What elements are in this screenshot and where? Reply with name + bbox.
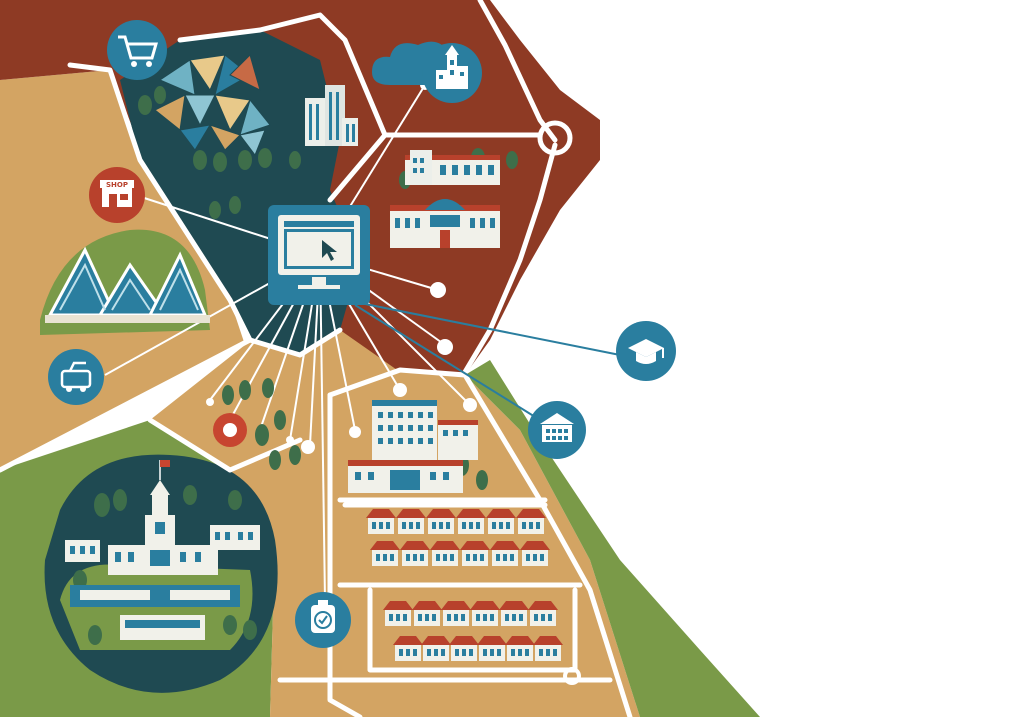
cursor-icon — [322, 240, 337, 261]
connectors-blue — [344, 299, 621, 421]
house — [400, 541, 430, 566]
house — [383, 601, 413, 626]
house — [460, 541, 490, 566]
vehicle-poi[interactable] — [48, 349, 104, 405]
house — [505, 636, 535, 661]
clock-icon — [311, 600, 335, 633]
house — [533, 636, 563, 661]
tent-pavilions — [45, 246, 210, 323]
city-building-poi[interactable] — [422, 43, 482, 103]
house — [396, 509, 426, 534]
shopping-cart-icon — [118, 35, 158, 60]
monitor-stand — [312, 277, 326, 285]
shop-sign: SHOP — [106, 181, 128, 189]
house — [393, 636, 423, 661]
office-towers — [305, 85, 358, 146]
central-computer-hub[interactable] — [268, 205, 370, 305]
house — [520, 541, 550, 566]
graduation-cap-icon — [628, 339, 664, 364]
house — [366, 509, 396, 534]
road-junction — [537, 120, 573, 156]
shopping-cart-poi[interactable] — [107, 20, 167, 80]
house — [499, 601, 529, 626]
house — [486, 509, 516, 534]
house — [470, 601, 500, 626]
clock-poi[interactable] — [295, 592, 351, 648]
connector-dots — [131, 80, 477, 454]
red-marker-dot — [223, 423, 237, 437]
house — [516, 509, 546, 534]
roads — [0, 0, 630, 717]
house — [441, 601, 471, 626]
house — [426, 509, 456, 534]
monitor-screen-inner — [287, 232, 351, 266]
house — [370, 541, 400, 566]
monitor-titlebar — [284, 221, 354, 227]
residential-houses — [366, 509, 563, 661]
apartment-complex — [348, 400, 478, 493]
geometric-pattern — [154, 54, 271, 157]
house — [421, 636, 451, 661]
institution-buildings — [390, 150, 500, 248]
house — [456, 509, 486, 534]
house — [477, 636, 507, 661]
graduation-poi[interactable] — [616, 321, 676, 381]
house — [412, 601, 442, 626]
vehicle-icon — [60, 361, 92, 389]
road-junction-small — [563, 667, 581, 685]
shop-poi[interactable]: SHOP — [89, 167, 145, 223]
campus-buildings — [65, 460, 260, 640]
shop-icon: SHOP — [100, 180, 134, 207]
monitor-base — [298, 285, 340, 289]
library-poi[interactable] — [528, 401, 586, 459]
house — [449, 636, 479, 661]
house — [528, 601, 558, 626]
house — [430, 541, 460, 566]
house — [490, 541, 520, 566]
